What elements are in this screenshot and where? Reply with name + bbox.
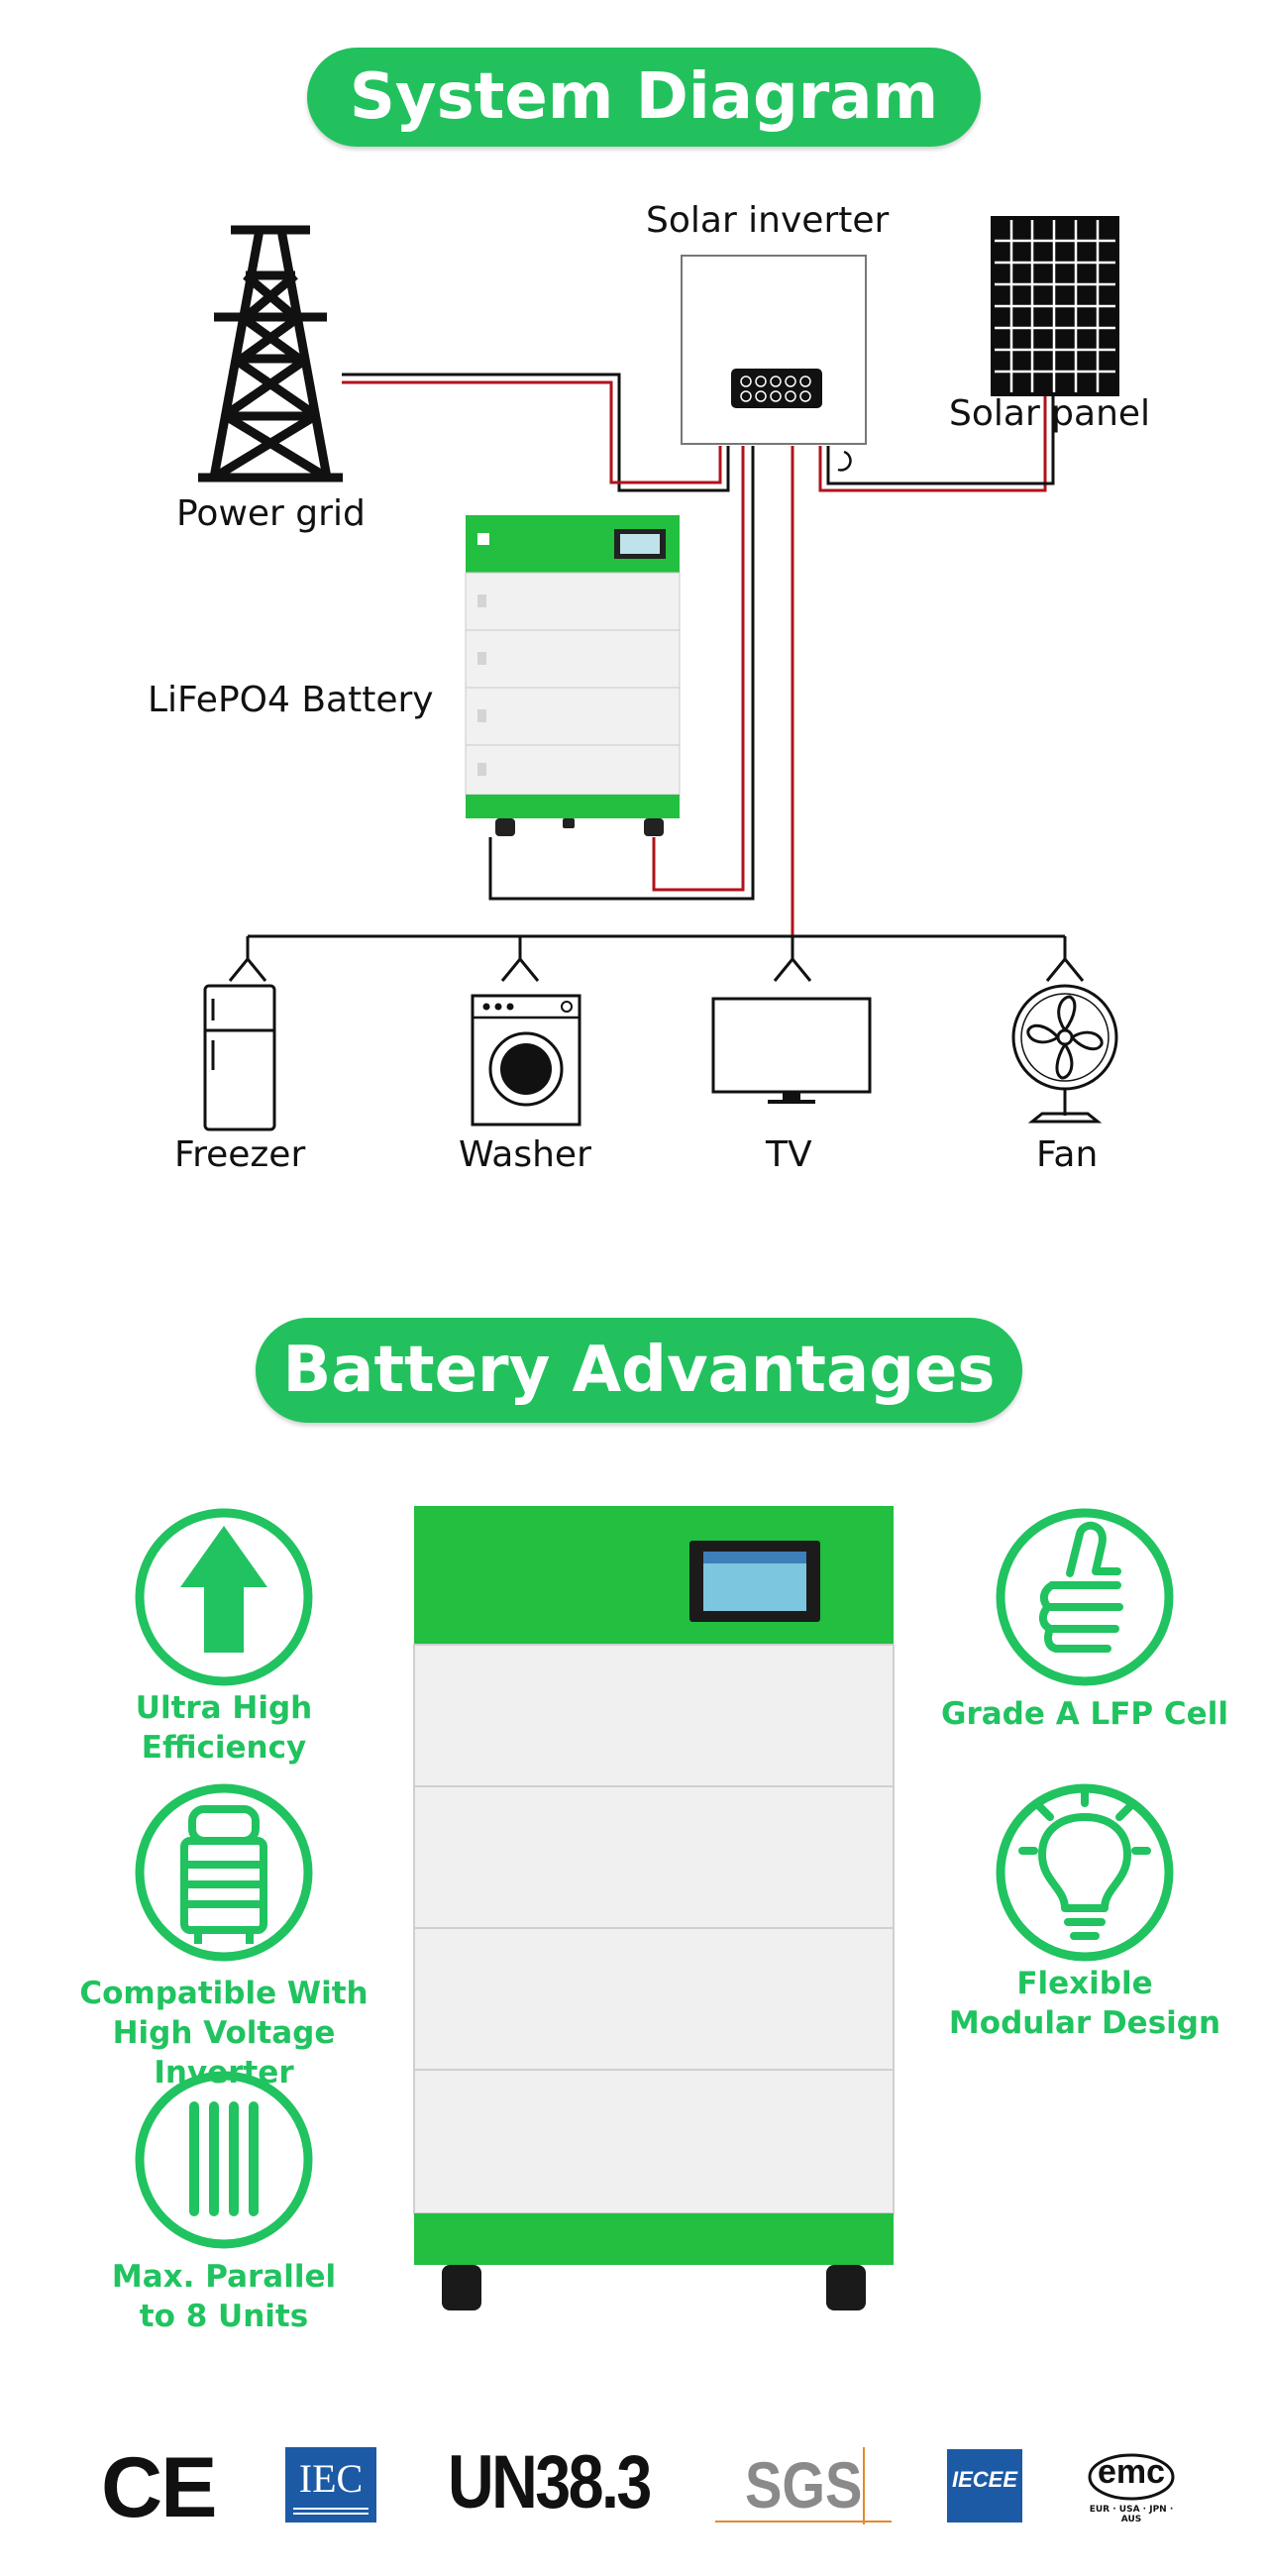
inverter-icon [681,255,867,472]
thumbs-up-icon [1039,1521,1123,1653]
emc-logo: emc [1097,2453,1166,2491]
lightbulb-icon [1018,1785,1151,1940]
battery-small-icon [465,515,681,836]
power-tower-icon [198,225,343,483]
iecee-logo: IECEE [951,2467,1018,2492]
appliance-label-washer: Washer [459,1134,591,1175]
system-diagram-title: System Diagram [307,48,981,147]
advantage-2-label: Grade A LFP Cell [941,1696,1228,1732]
sgs-logo: SGS [745,2448,863,2522]
freezer-icon [203,984,276,1131]
arrow-up-icon [180,1526,267,1653]
solar-panel-icon [991,216,1119,396]
battery-label: LiFePO4 Battery [148,680,434,720]
ce-mark-logo: CE [101,2440,217,2535]
battery-advantages-title: Battery Advantages [256,1318,1022,1423]
un38-logo: UN38.3 [448,2440,652,2524]
appliance-label-tv: TV [766,1134,812,1175]
battery-large-image [413,1506,895,2310]
tv-icon [711,997,872,1104]
appliance-label-fan: Fan [1036,1134,1099,1175]
appliance-label-freezer: Freezer [174,1134,306,1175]
washer-icon [471,994,581,1127]
fan-icon [1011,984,1118,1124]
parallel-lines-icon [189,2101,259,2216]
solar-panel-label: Solar panel [949,393,1151,434]
solar-inverter-label: Solar inverter [646,200,890,241]
power-grid-label: Power grid [176,493,366,534]
emc-regions: EUR · USA · JPN · AUS [1089,2505,1174,2524]
system-diagram [198,216,1119,1131]
battery-module-icon [180,1805,267,1944]
iec-logo: IEC [298,2456,364,2501]
